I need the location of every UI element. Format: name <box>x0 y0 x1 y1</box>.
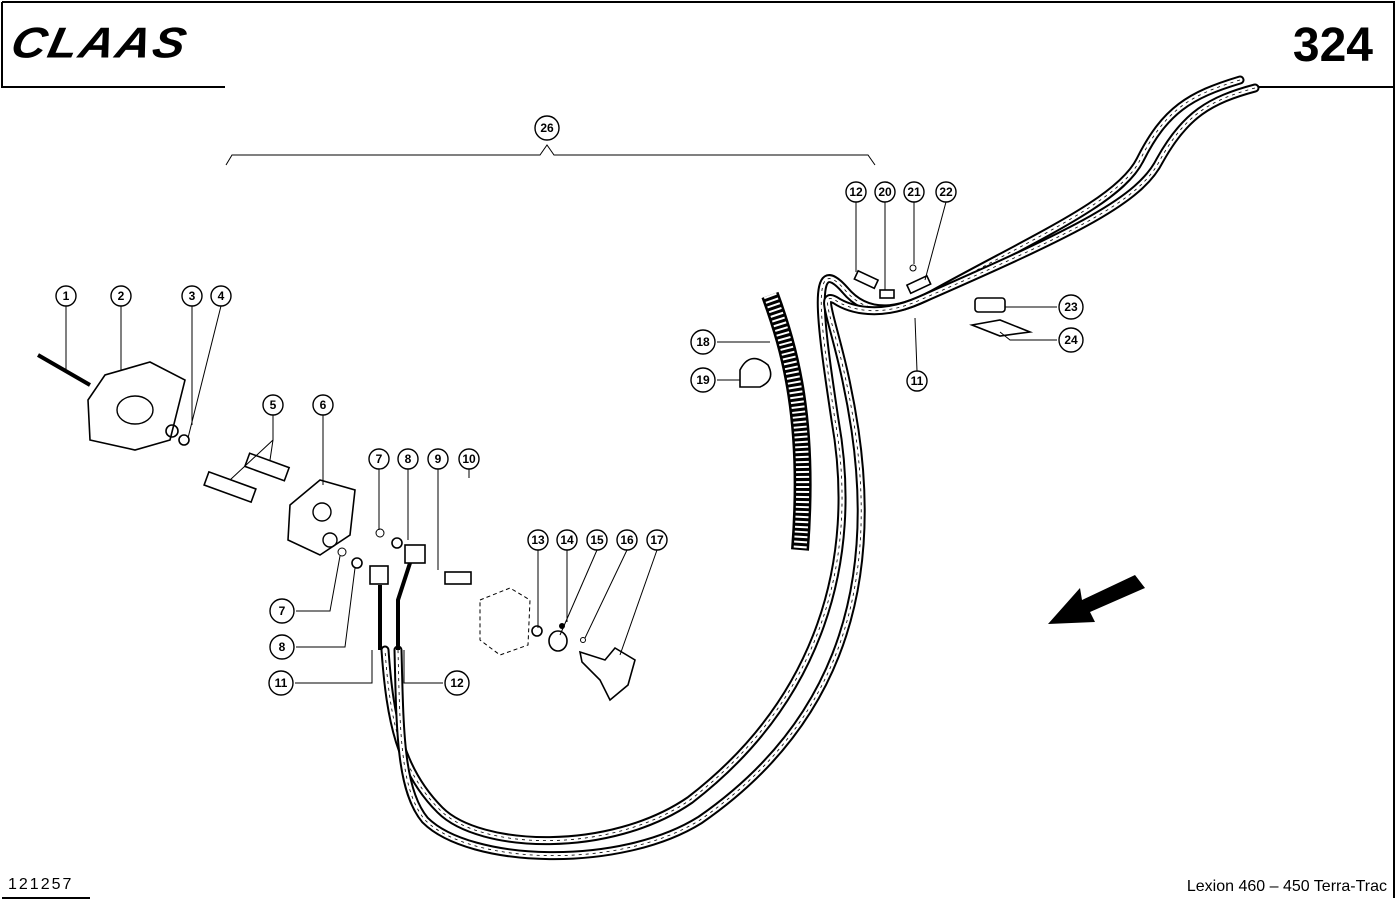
svg-text:10: 10 <box>462 452 476 466</box>
callout-13: 13 <box>527 529 549 551</box>
washer <box>531 625 543 637</box>
svg-text:4: 4 <box>218 289 225 303</box>
svg-text:3: 3 <box>189 289 196 303</box>
callout-11-lower: 11 <box>268 670 294 696</box>
svg-text:22: 22 <box>939 185 953 199</box>
svg-text:18: 18 <box>696 335 710 349</box>
svg-text:16: 16 <box>620 533 634 547</box>
adjusting-knob <box>578 646 636 702</box>
svg-text:12: 12 <box>450 676 464 690</box>
valve-block-outline <box>479 587 531 656</box>
svg-text:15: 15 <box>590 533 604 547</box>
svg-text:11: 11 <box>275 676 288 690</box>
seal-ring <box>351 557 363 569</box>
leader-lines <box>65 201 1057 684</box>
hose-holder <box>974 297 1006 313</box>
svg-text:1: 1 <box>63 289 70 303</box>
callout-11: 11 <box>906 370 928 392</box>
hose-fitting <box>905 274 932 295</box>
callout-7-lower: 7 <box>269 598 295 624</box>
callout-3: 3 <box>181 285 203 307</box>
hose-clamp <box>739 357 772 388</box>
svg-text:14: 14 <box>560 533 574 547</box>
port <box>312 502 332 522</box>
svg-text:17: 17 <box>650 533 664 547</box>
callout-21: 21 <box>903 181 925 203</box>
cover-opening <box>116 395 154 425</box>
callout-7: 7 <box>368 448 390 470</box>
svg-text:11: 11 <box>911 374 924 388</box>
holding-plate <box>969 319 1034 337</box>
page-number: 324 <box>1292 19 1373 72</box>
hydraulic-hose-secondary <box>393 83 1260 861</box>
svg-text:13: 13 <box>531 533 545 547</box>
svg-text:23: 23 <box>1064 300 1078 314</box>
flange-block <box>287 479 356 556</box>
callout-10: 10 <box>458 448 480 470</box>
callout-12: 12 <box>845 181 867 203</box>
svg-text:7: 7 <box>279 604 286 618</box>
svg-text:5: 5 <box>270 398 277 412</box>
svg-text:12: 12 <box>849 185 863 199</box>
svg-text:6: 6 <box>320 398 327 412</box>
callout-5: 5 <box>262 394 284 416</box>
tee-fitting <box>879 289 895 299</box>
svg-text:21: 21 <box>907 185 921 199</box>
svg-text:26: 26 <box>540 121 554 135</box>
callout-9: 9 <box>427 448 449 470</box>
nut <box>548 630 568 652</box>
svg-text:7: 7 <box>376 452 383 466</box>
bolt <box>37 353 91 387</box>
svg-text:20: 20 <box>878 185 892 199</box>
svg-text:2: 2 <box>118 289 125 303</box>
seal-ring <box>391 537 403 549</box>
callout-19: 19 <box>690 367 716 393</box>
callout-2: 2 <box>110 285 132 307</box>
callout-24: 24 <box>1058 327 1084 353</box>
callout-8-lower: 8 <box>269 634 295 660</box>
callout-22: 22 <box>935 181 957 203</box>
port <box>322 532 338 548</box>
hydraulic-hose-lines <box>378 562 412 650</box>
svg-text:19: 19 <box>696 373 710 387</box>
callout-6: 6 <box>312 394 334 416</box>
callout-15: 15 <box>586 529 608 551</box>
svg-text:9: 9 <box>435 452 442 466</box>
screw-fitting <box>243 452 291 482</box>
svg-text:8: 8 <box>405 452 412 466</box>
drawing-number: 121257 <box>8 876 74 893</box>
small-ring <box>580 637 586 643</box>
callout-1: 1 <box>55 285 77 307</box>
svg-text:24: 24 <box>1064 333 1078 347</box>
elbow-fitting <box>404 544 426 564</box>
washer <box>165 424 179 438</box>
callout-20: 20 <box>874 181 896 203</box>
callout-17: 17 <box>646 529 668 551</box>
o-ring <box>909 264 917 272</box>
callout-23: 23 <box>1058 294 1084 320</box>
callout-12-lower: 12 <box>444 670 470 696</box>
callout-16: 16 <box>616 529 638 551</box>
cover <box>87 361 186 451</box>
callout-14: 14 <box>556 529 578 551</box>
direction-arrow <box>1048 575 1145 624</box>
svg-text:8: 8 <box>279 640 286 654</box>
o-ring <box>375 528 385 538</box>
nut <box>178 434 190 446</box>
hose-fitting <box>853 269 880 290</box>
machine-model: Lexion 460 – 450 Terra-Trac <box>1186 878 1387 895</box>
callout-18: 18 <box>690 329 716 355</box>
o-ring <box>337 547 347 557</box>
callout-4: 4 <box>210 285 232 307</box>
callout-26: 26 <box>534 115 560 141</box>
banjo-bolt <box>444 571 472 585</box>
hydraulic-hose-main <box>380 75 1245 846</box>
screw-fitting <box>203 470 257 504</box>
assembly-bracket <box>225 144 876 166</box>
protective-sleeve <box>761 291 812 551</box>
callout-8: 8 <box>397 448 419 470</box>
elbow-fitting <box>369 565 389 585</box>
